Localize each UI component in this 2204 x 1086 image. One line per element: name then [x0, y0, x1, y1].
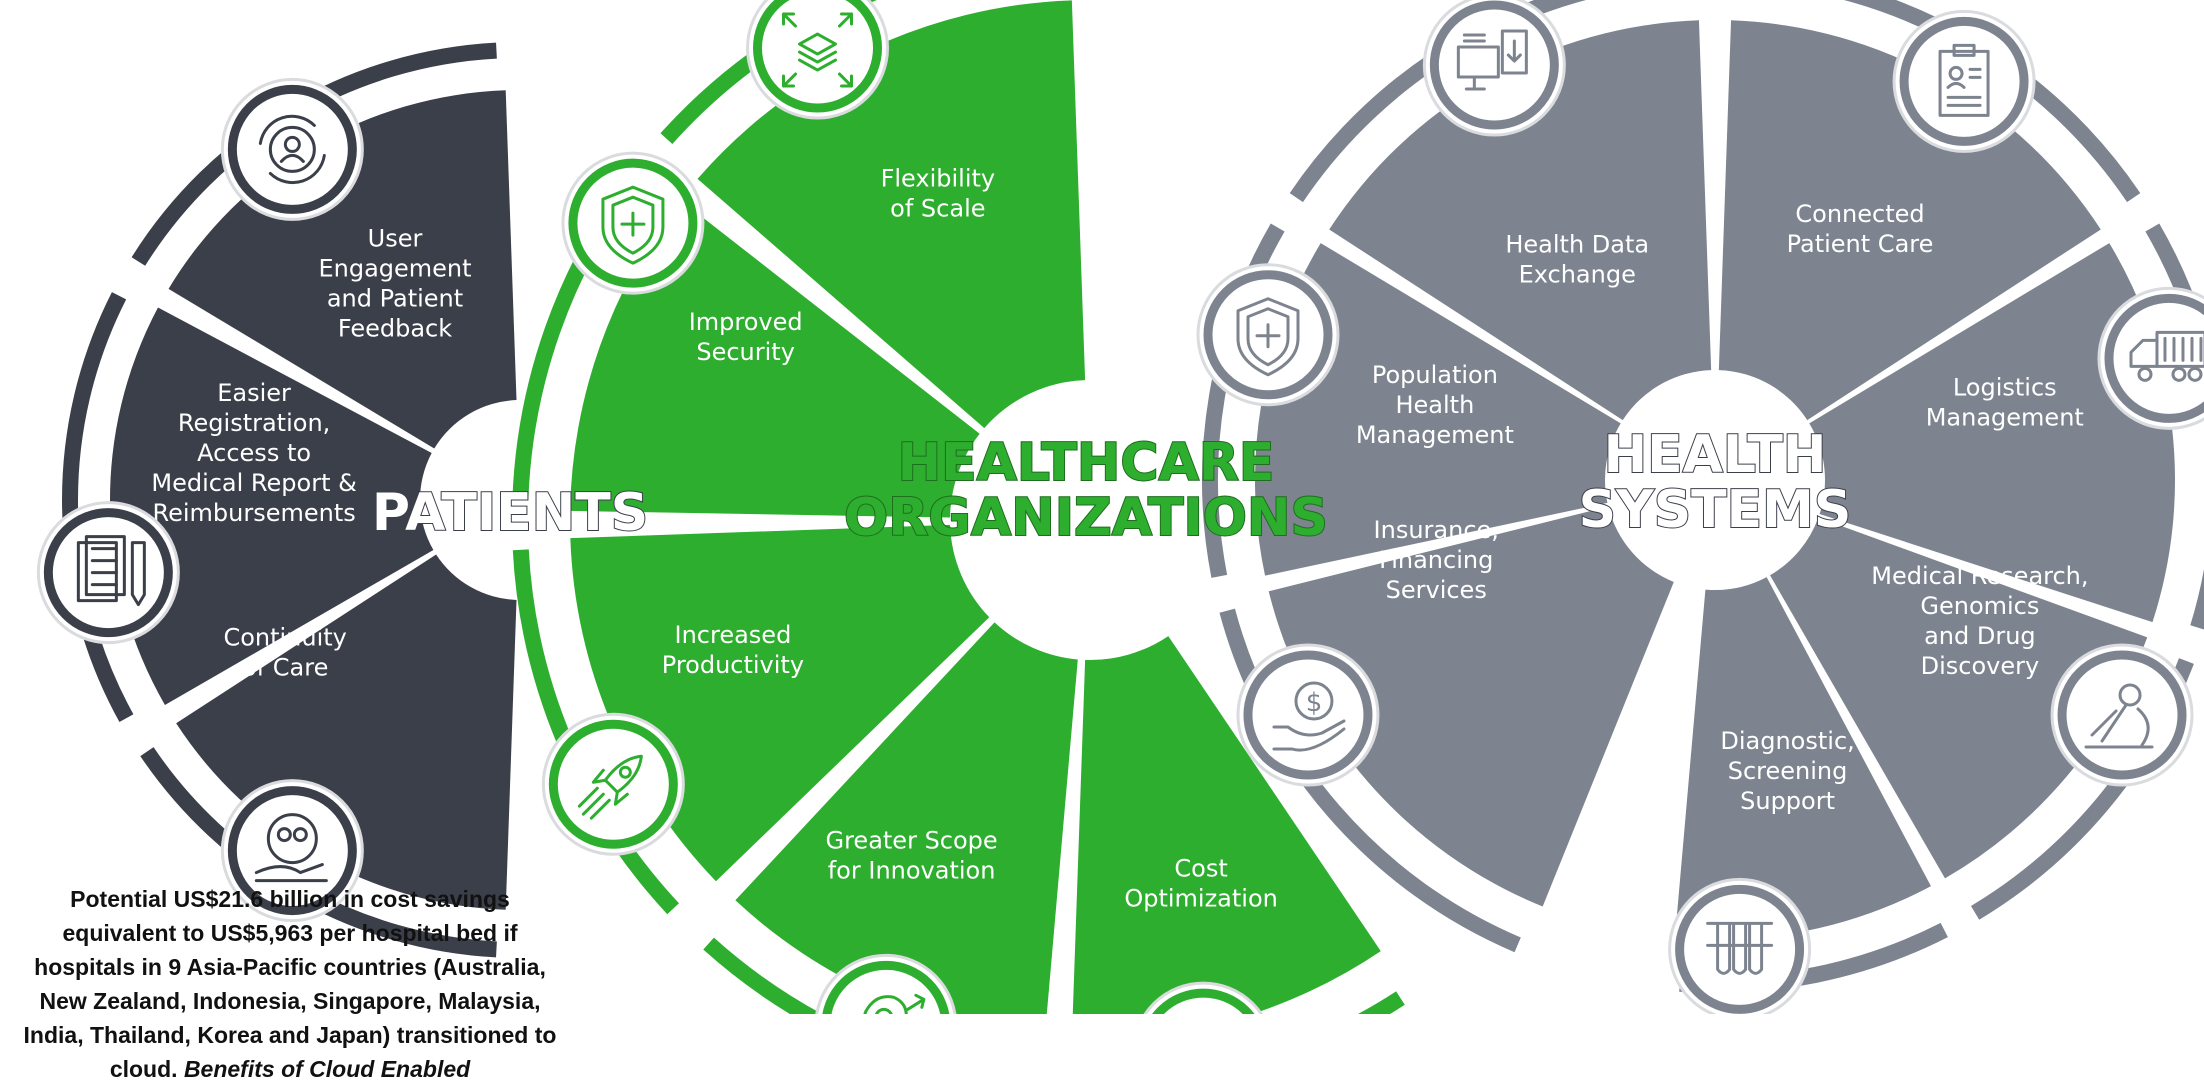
patients-segment-2: [109, 307, 434, 705]
systems-segment-2: [1255, 243, 1621, 576]
microscope-icon: [2084, 683, 2154, 749]
scale-layers-icon: [782, 12, 853, 88]
systems-segment-7: [1674, 577, 1931, 940]
truck-icon: [2129, 330, 2204, 382]
patients-icon-badge-1: [220, 77, 364, 221]
systems-outer-ring-3: [1219, 608, 1521, 953]
caption-text: Potential US$21.6 billion in cost saving…: [23, 886, 557, 1082]
organizations-icon-badge-4: [815, 953, 957, 1014]
caption-italic-text: Benefits of Cloud Enabled: [183, 1056, 471, 1082]
document-pen-icon: [76, 535, 146, 607]
shield-medical-icon: [1236, 297, 1300, 377]
cost-savings-caption: Potential US$21.6 billion in cost saving…: [20, 882, 560, 1086]
shield-cross-icon: [601, 185, 665, 265]
data-devices-icon: [1456, 29, 1528, 91]
systems-icon-badge-6: [2050, 643, 2194, 787]
test-tubes-icon: [1706, 921, 1774, 975]
organizations-icon-badge-1: [746, 0, 889, 120]
systems-icon-badge-5: [2097, 286, 2204, 430]
systems-icon-badge-7: [1668, 877, 1812, 1014]
care-hands-icon: [254, 813, 328, 883]
systems-icon-badge-1: [1422, 0, 1566, 137]
svg-text:$: $: [1306, 688, 1323, 718]
patients-title: PATIENTS: [372, 483, 648, 543]
rocket-icon: [577, 754, 643, 820]
systems-icon-badge-2: [1196, 263, 1340, 407]
organizations-segment-4: [735, 622, 1078, 1014]
systems-segment-6: [1770, 517, 2148, 879]
organizations-segment-5: [1072, 636, 1381, 1014]
organizations-icon-badge-5: $: [1143, 981, 1264, 1014]
systems-icon-badge-3: $: [1236, 643, 1380, 787]
systems-outer-ring-5: [2145, 223, 2204, 630]
organizations-icon-badge-3: [541, 712, 685, 856]
patients-icon-badge-3: [220, 779, 364, 923]
patients-segment-1: [168, 90, 517, 449]
systems-icon-badge-4: [1892, 9, 2036, 153]
clipboard-icon: [1938, 43, 1990, 117]
systems-segment-1: [1329, 20, 1712, 421]
patients-icon-badge-2: [36, 501, 180, 645]
hand-dollar-icon: $: [1272, 681, 1346, 752]
organizations-icon-badge-2: [561, 151, 705, 295]
patients-segment-3: [176, 554, 517, 910]
organizations-outer-ring-4: [703, 937, 823, 1014]
systems-segment-5: [1809, 243, 2175, 623]
systems-segment-4: [1718, 20, 2101, 421]
systems-segment-3: [1268, 506, 1674, 907]
lightbulb-gear-icon: [863, 993, 926, 1014]
user-sync-icon: [258, 114, 326, 185]
patients-outer-ring-2: [62, 292, 134, 723]
